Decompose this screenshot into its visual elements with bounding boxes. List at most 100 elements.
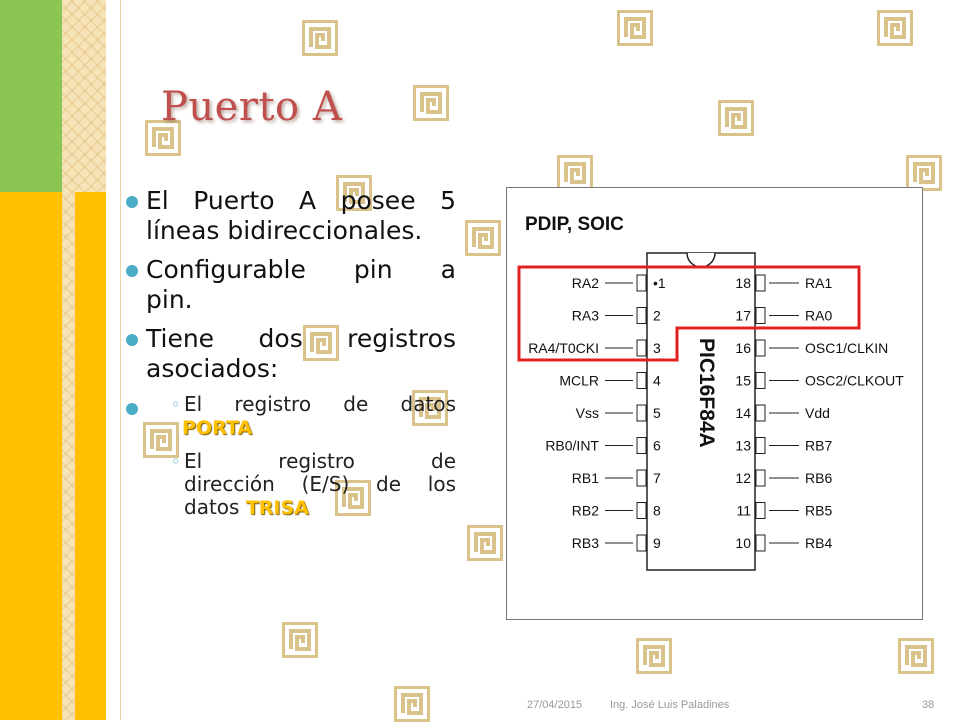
pin-pad <box>755 274 766 292</box>
pin-name: OSC2/CLKOUT <box>805 373 904 389</box>
package-label: PDIP, SOIC <box>525 214 624 235</box>
pin-name: RB6 <box>805 470 832 486</box>
bullet-text: líneas bidireccionales. <box>146 216 423 245</box>
chip-body <box>646 252 756 571</box>
pin-pad <box>636 404 647 422</box>
greek-key-icon <box>464 219 502 257</box>
port-a-highlight-outline <box>517 265 861 362</box>
pin-number: 2 <box>653 308 661 324</box>
pin-name: RB7 <box>805 438 832 454</box>
sub-bullet-text: datos <box>184 495 240 519</box>
bullet-item: Configurable pin a pin. <box>126 255 456 315</box>
pin-number: 7 <box>653 470 661 486</box>
pin-pad <box>636 274 647 292</box>
bullet-text: Configurable pin a <box>146 255 456 284</box>
pin-name: RA1 <box>805 275 832 291</box>
greek-key-icon <box>717 99 755 137</box>
pin-number: 8 <box>653 503 661 519</box>
greek-key-icon <box>905 154 943 192</box>
pin-name: RB4 <box>805 535 832 551</box>
greek-key-icon <box>897 637 935 675</box>
bullet-item: El Puerto A posee 5 líneas bidireccional… <box>126 186 456 246</box>
pin-pad <box>755 372 766 389</box>
pin-pad <box>636 469 647 487</box>
pin-name: RB3 <box>572 535 599 551</box>
pin-number: 10 <box>735 535 751 551</box>
gold-accent-bar <box>0 192 62 720</box>
pin-name: RA0 <box>805 308 832 324</box>
pin-pad <box>636 502 647 519</box>
pin-name: OSC1/CLKIN <box>805 340 888 356</box>
pin-number: 13 <box>735 438 751 454</box>
pin-number: 3 <box>653 340 661 356</box>
pin-number: 4 <box>653 373 661 389</box>
pin-number: 6 <box>653 438 661 454</box>
pin-name: Vdd <box>805 405 830 421</box>
pin-number: 15 <box>735 373 751 389</box>
bullet-text: asociados: <box>146 354 279 383</box>
pin-pad <box>636 307 647 324</box>
pin-number: 12 <box>735 470 751 486</box>
pin-pad <box>755 404 766 422</box>
gold-slim-bar <box>75 192 106 720</box>
greek-key-icon <box>556 154 594 192</box>
pin-name: MCLR <box>559 373 599 389</box>
pin-number: 5 <box>653 405 661 421</box>
green-accent-bar <box>0 0 62 192</box>
sub-bullet-text: El registro de datos <box>184 392 456 416</box>
porta-highlight: PORTA <box>182 417 253 439</box>
slide-title: Puerto A <box>161 84 343 130</box>
greek-key-icon <box>876 9 914 47</box>
pin-pad <box>755 469 766 487</box>
pin-pad <box>755 339 766 357</box>
greek-key-icon <box>281 621 319 659</box>
pin-pad <box>636 437 647 454</box>
pin-name: RA2 <box>572 275 599 291</box>
pin-name: RB2 <box>572 503 599 519</box>
pin-number: 14 <box>735 405 751 421</box>
greek-key-icon <box>301 19 339 57</box>
pin-number: 16 <box>735 340 751 356</box>
pin-pad <box>636 372 647 389</box>
pin-number: 9 <box>653 535 661 551</box>
pin-name: RA3 <box>572 308 599 324</box>
bullet-text: pin. <box>146 285 193 314</box>
sub-bullet-item: ◦ El registro de dirección (E/S) de los … <box>126 450 456 520</box>
pin-name: RB1 <box>572 470 599 486</box>
footer-date: 27/04/2015 <box>527 699 583 711</box>
sub-bullet-text: dirección (E/S) de los <box>184 472 456 496</box>
pin-pad <box>636 534 647 552</box>
bullet-list: El Puerto A posee 5 líneas bidireccional… <box>126 186 456 530</box>
vertical-divider <box>120 0 121 720</box>
pin-number: •1 <box>653 275 666 291</box>
sub-bullet-group: ◦ El registro de datos PORTA ◦ El regist… <box>126 393 456 520</box>
pin-name: Vss <box>576 405 599 421</box>
pin-name: RB0/INT <box>545 438 599 454</box>
sub-bullet-marker: ◦ <box>171 395 181 414</box>
pin-pad <box>755 307 766 324</box>
bullet-item: Tiene dos registros asociados: <box>126 324 456 384</box>
greek-key-icon <box>466 524 504 562</box>
greek-key-icon <box>635 637 673 675</box>
pin-number: 18 <box>735 275 751 291</box>
page-number: 38 <box>922 699 935 711</box>
pin-number: 11 <box>736 503 751 519</box>
greek-key-icon <box>393 685 431 723</box>
sub-bullet-marker: ◦ <box>171 452 181 471</box>
pin-name: RA4/T0CKI <box>528 340 599 356</box>
pin-name: RB5 <box>805 503 832 519</box>
greek-key-icon <box>412 84 450 122</box>
pin-number: 17 <box>735 308 751 324</box>
bullet-text: Tiene dos registros <box>146 324 456 353</box>
trisa-highlight: TRISA <box>245 497 309 519</box>
footer-author: Ing. José Luis Paladines <box>610 699 730 711</box>
pin-pad <box>755 437 766 454</box>
chip-name: PIC16F84A <box>695 338 718 448</box>
bullet-text: El Puerto A posee 5 <box>146 186 456 215</box>
pin-pad <box>755 534 766 552</box>
sub-bullet-item: ◦ El registro de datos PORTA <box>126 393 456 440</box>
sub-bullet-text: El registro de <box>184 449 456 473</box>
